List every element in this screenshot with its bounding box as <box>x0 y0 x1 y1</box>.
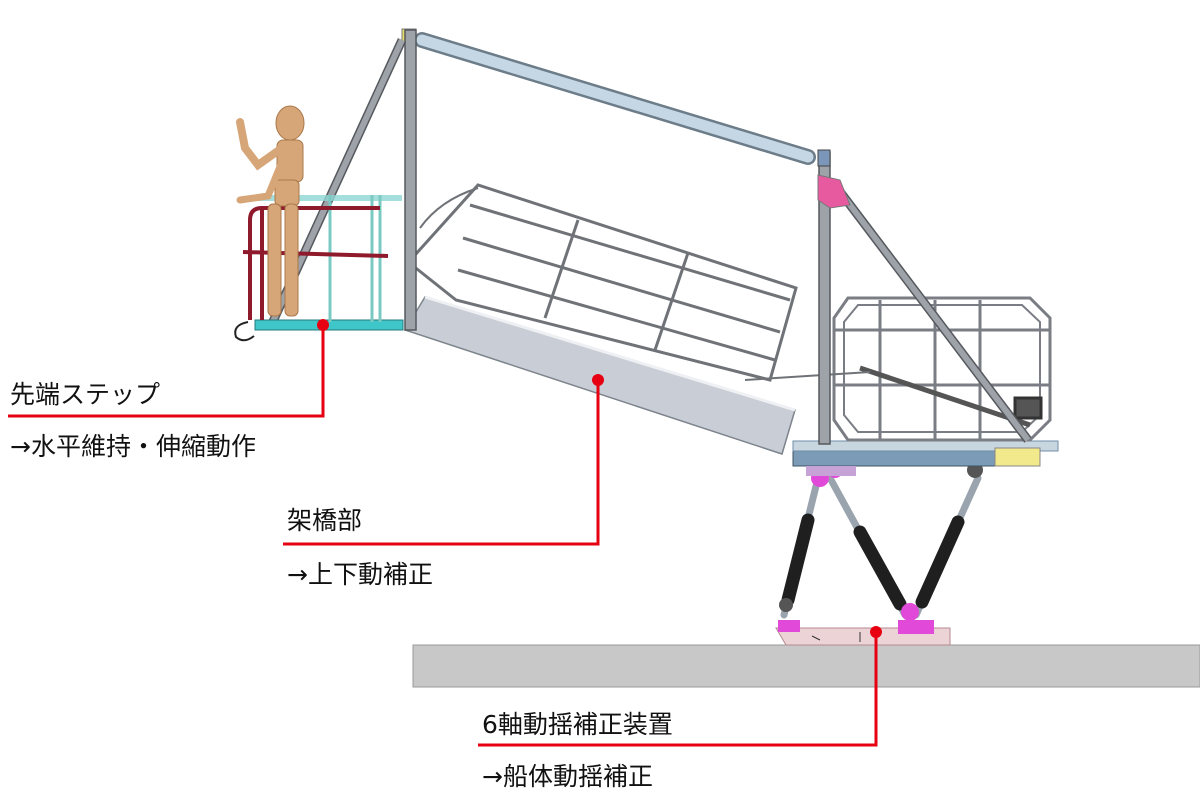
leader-bridge <box>283 380 600 546</box>
tension-strut <box>401 28 816 165</box>
label-motion-desc: →船体動揺補正 <box>482 762 653 791</box>
hexapod-actuators <box>779 462 983 621</box>
label-motion-title: 6軸動揺補正装置 <box>482 710 673 739</box>
leader-dot-bridge <box>592 374 604 386</box>
ground-surface <box>412 644 1200 688</box>
leader-dot-motion <box>870 626 882 638</box>
label-step-title: 先端ステップ <box>10 380 161 409</box>
label-step-desc: →水平維持・伸縮動作 <box>10 432 256 461</box>
handrail <box>410 183 871 382</box>
label-bridge-title: 架橋部 <box>287 506 363 535</box>
leader-motion <box>478 632 878 747</box>
cabin-base <box>792 440 1059 476</box>
label-bridge-desc: →上下動補正 <box>287 560 433 589</box>
base-plate <box>775 620 951 646</box>
leader-step <box>8 325 325 418</box>
mannequin-figure <box>236 105 305 317</box>
leader-lines <box>8 325 878 747</box>
leader-dot-step <box>317 319 329 331</box>
